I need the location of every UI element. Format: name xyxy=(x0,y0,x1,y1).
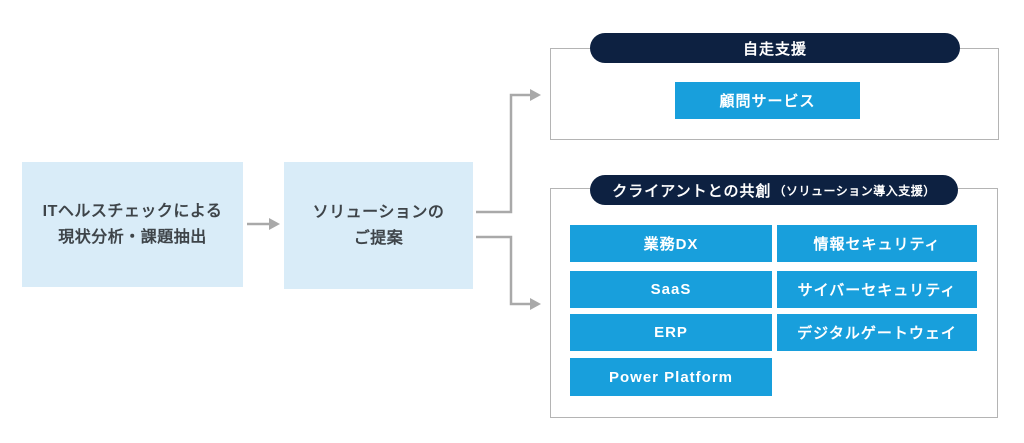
self-support-title: 自走支援 xyxy=(742,40,807,58)
solution-digital-gateway-label: デジタルゲートウェイ xyxy=(797,325,957,342)
solution-joho-security-label: 情報セキュリティ xyxy=(813,236,941,253)
solution-joho-security: 情報セキュリティ xyxy=(777,225,977,262)
arrow-step1-to-step2 xyxy=(247,218,280,230)
solution-power-platform-label: Power Platform xyxy=(608,368,734,386)
self-support-title-pill: 自走支援 xyxy=(590,33,960,63)
solution-erp-label: ERP xyxy=(654,324,688,341)
solution-digital-gateway: デジタルゲートウェイ xyxy=(777,314,977,351)
solution-cyber-security-label: サイバーセキュリティ xyxy=(797,282,957,299)
step2-line1: ソリューションの xyxy=(312,203,445,221)
step-box-solution-proposal: ソリューションの ご提案 xyxy=(284,162,473,289)
service-advisory: 顧問サービス xyxy=(675,82,860,119)
arrow-step2-to-co-creation xyxy=(476,235,541,310)
solution-gyomu-dx-label: 業務DX xyxy=(643,236,699,253)
step-box-it-health-check: ITヘルスチェックによる 現状分析・課題抽出 xyxy=(22,162,243,287)
co-creation-title: クライアントとの共創 xyxy=(612,182,772,200)
solution-erp: ERP xyxy=(570,314,772,351)
service-advisory-label: 顧問サービス xyxy=(719,93,816,110)
solution-power-platform: Power Platform xyxy=(570,358,772,396)
step1-line2: 現状分析・課題抽出 xyxy=(58,229,207,246)
co-creation-subtitle: （ソリューション導入支援） xyxy=(773,183,936,198)
solution-cyber-security: サイバーセキュリティ xyxy=(777,271,977,308)
co-creation-title-pill: クライアントとの共創 （ソリューション導入支援） xyxy=(590,175,958,205)
arrow-step2-to-self-support xyxy=(476,89,541,214)
solution-gyomu-dx: 業務DX xyxy=(570,225,772,262)
step2-line2: ご提案 xyxy=(353,230,404,247)
step1-line1: ITヘルスチェックによる xyxy=(42,202,223,220)
solution-saas-label: SaaS xyxy=(650,281,692,298)
solution-saas: SaaS xyxy=(570,271,772,308)
